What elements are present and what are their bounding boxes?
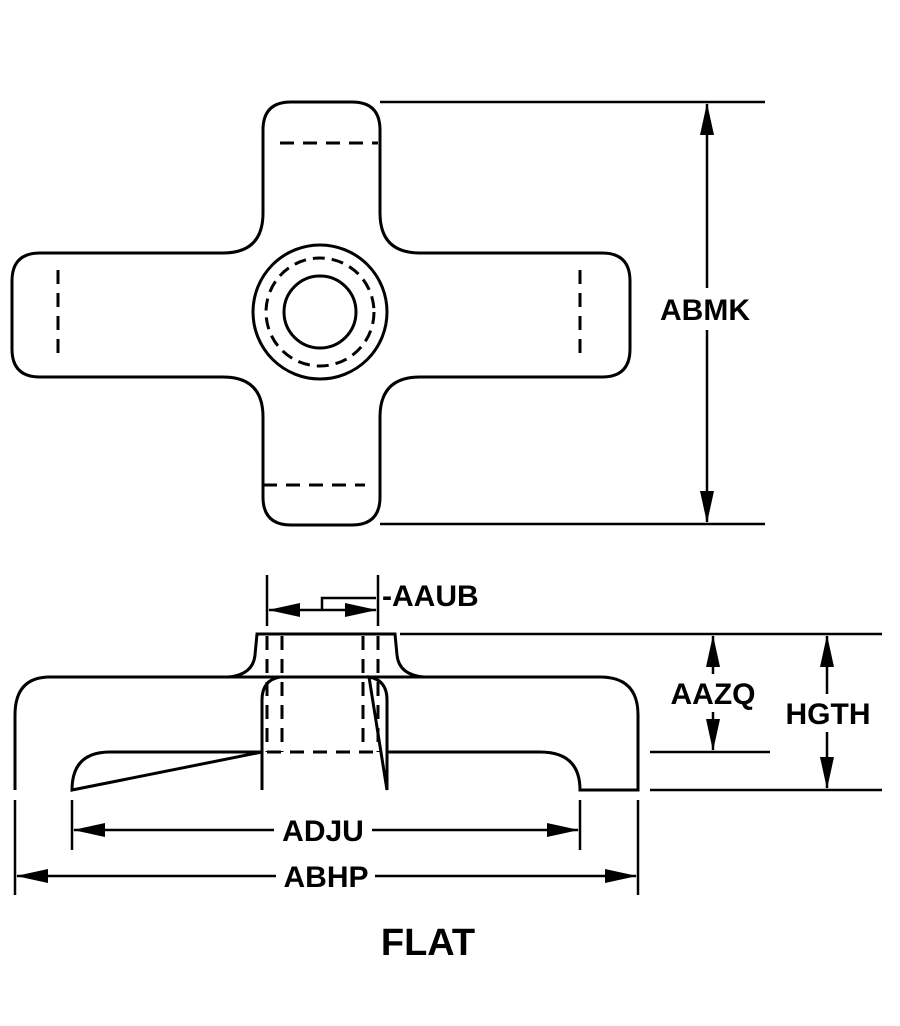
- label-abhp: ABHP: [283, 861, 368, 894]
- label-aazq: AAZQ: [671, 678, 756, 711]
- label-abmk: ABMK: [660, 294, 750, 327]
- label-aaub: -AAUB: [382, 580, 479, 613]
- label-adju: ADJU: [282, 815, 364, 848]
- bore-circle: [282, 274, 358, 350]
- thread-hidden-circle: [264, 256, 376, 368]
- dimension-aaub: -AAUB: [265, 575, 479, 626]
- side-view: [13, 632, 640, 792]
- dimension-abhp: ABHP: [13, 800, 640, 895]
- hub-outline: [227, 632, 425, 679]
- dimension-aazq-hgth: AAZQ HGTH: [400, 632, 882, 792]
- label-hgth: HGTH: [786, 698, 871, 731]
- body-outline: [13, 675, 640, 792]
- caption-title: FLAT: [381, 922, 475, 964]
- hub-outer-circle: [251, 243, 389, 381]
- dimension-adju: ADJU: [70, 800, 582, 850]
- cross-knob-outline: [10, 100, 632, 527]
- top-view: [10, 100, 632, 527]
- dimension-abmk: ABMK: [380, 100, 765, 526]
